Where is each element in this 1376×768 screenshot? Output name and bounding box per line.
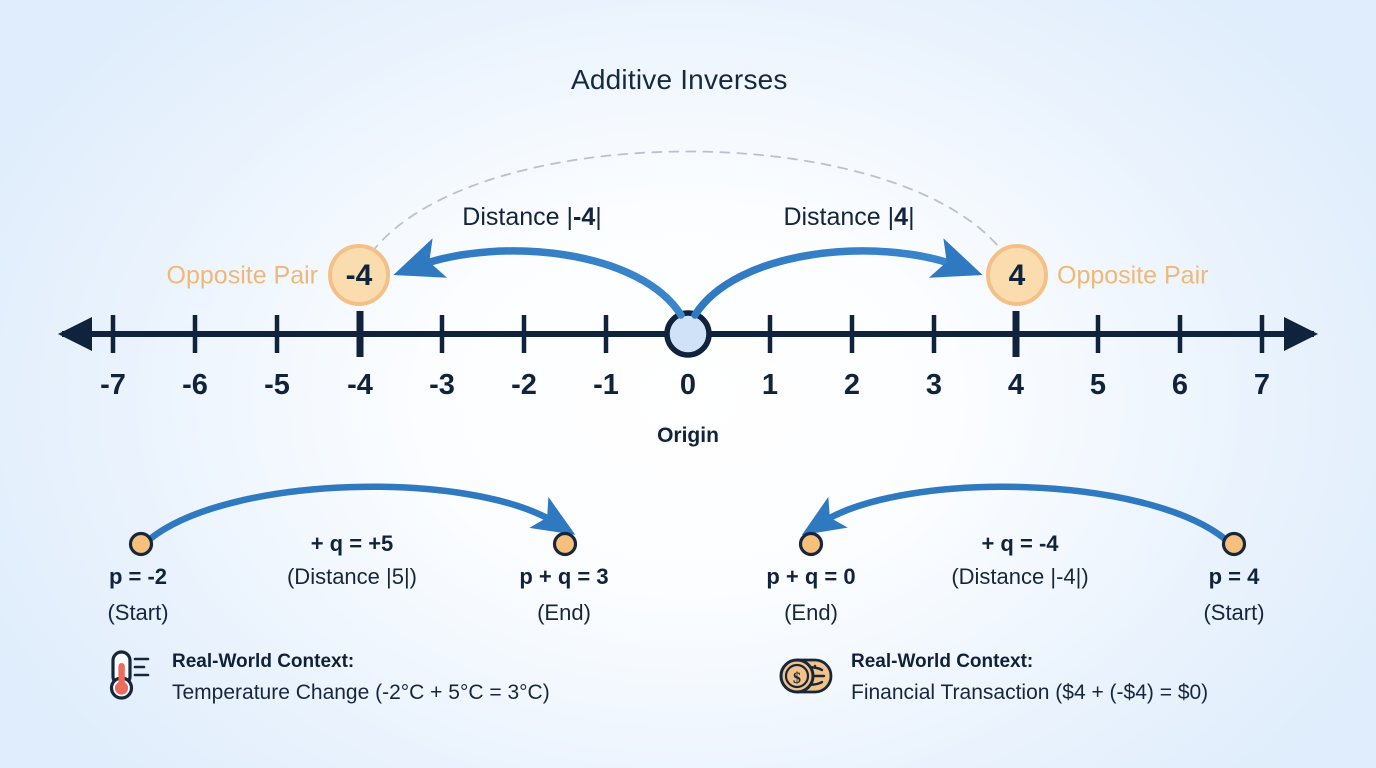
context-1-body: Temperature Change (-2°C + 5°C = 3°C) [172, 681, 550, 704]
tick-label-3: 3 [925, 369, 943, 401]
distance-arc-negative [393, 238, 685, 319]
example-1-end-sub: (End) [537, 600, 591, 625]
origin-label: Origin [657, 424, 719, 447]
example-1-middle-main: + q = +5 [310, 531, 394, 556]
tick-label--3: -3 [429, 369, 455, 401]
tick-label--2: -2 [511, 369, 537, 401]
tick-label-1: 1 [761, 369, 779, 401]
marker-bubble-negative-four [328, 244, 390, 306]
opposite-pair-label-left: Opposite Pair [166, 261, 318, 290]
example-1-start-sub: (Start) [107, 600, 169, 625]
tick-label-5: 5 [1089, 369, 1107, 401]
tick-label--1: -1 [593, 369, 619, 401]
distance-label-negative: Distance |-4| [462, 205, 601, 230]
distance-positive-suffix: | [908, 203, 915, 231]
distance-negative-prefix: Distance | [462, 203, 573, 231]
example-2-jump-arc [801, 483, 1229, 543]
number-line-right-arrowhead [1284, 317, 1318, 351]
example-2-start-dot [1221, 531, 1247, 557]
tick-label-4: 4 [1007, 369, 1025, 401]
distance-positive-prefix: Distance | [783, 203, 895, 231]
distance-negative-suffix: | [595, 203, 602, 231]
context-2-body: Financial Transaction ($4 + (-$4) = $0) [851, 681, 1209, 704]
number-line-left-arrowhead [58, 317, 92, 351]
distance-arc-positive [691, 238, 983, 319]
marker-bubble-positive-four [986, 244, 1048, 306]
tick-label-7: 7 [1253, 369, 1271, 401]
example-1-middle-sub: (Distance |5|) [286, 564, 418, 589]
example-1-end-main: p + q = 3 [519, 564, 609, 589]
tick-label-6: 6 [1171, 369, 1189, 401]
example-1-start-main: p = -2 [108, 564, 168, 589]
tick-label-0: 0 [679, 369, 697, 401]
tick-label--4: -4 [347, 369, 373, 401]
tick-label--7: -7 [100, 369, 126, 401]
example-1-end-dot [552, 531, 578, 557]
example-2-end-sub: (End) [784, 600, 838, 625]
example-2-start-main: p = 4 [1208, 564, 1260, 589]
example-2-end-main: p + q = 0 [766, 564, 856, 589]
page-title: Additive Inverses [571, 64, 788, 95]
thermometer-icon [109, 650, 150, 700]
distance-negative-value: -4 [572, 203, 596, 231]
additive-inverse-dashed-arc [354, 150, 1021, 283]
tick-label--5: -5 [264, 369, 290, 401]
example-2-middle-sub: (Distance |-4|) [951, 564, 1089, 589]
example-2-end-dot [798, 531, 824, 557]
distance-label-positive: Distance |4| [783, 205, 914, 230]
distance-positive-value: 4 [894, 203, 909, 231]
example-1-start-dot [128, 531, 154, 557]
tick-label-2: 2 [843, 369, 861, 401]
number-line-major-ticks [356, 311, 1020, 357]
coins-icon: $ [779, 658, 833, 694]
example-1-jump-arc [146, 483, 576, 543]
example-2-middle-main: + q = -4 [981, 531, 1059, 556]
tick-label--6: -6 [182, 369, 208, 401]
origin-node [664, 310, 712, 358]
opposite-pair-label-right: Opposite Pair [1057, 261, 1209, 290]
context-1-heading: Real-World Context: [172, 651, 355, 672]
context-2-heading: Real-World Context: [851, 651, 1034, 672]
svg-text:$: $ [793, 670, 801, 687]
number-line-minor-ticks [110, 315, 1265, 353]
example-2-start-sub: (Start) [1203, 600, 1265, 625]
